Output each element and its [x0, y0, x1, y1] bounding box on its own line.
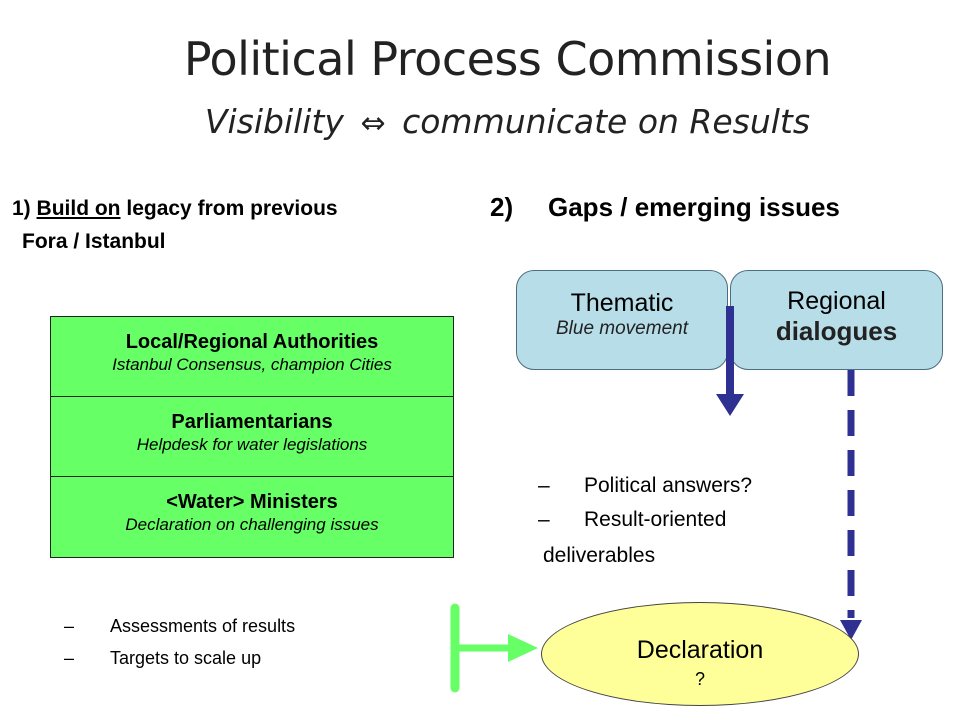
- slide-subtitle: Visibility ⇔ communicate on Results: [0, 102, 960, 141]
- stack-box-title: <Water> Ministers: [166, 491, 338, 513]
- list-item: –Political answers?: [538, 474, 753, 497]
- regional-title-line2: dialogues: [775, 316, 898, 346]
- right-heading: 2) Gaps / emerging issues: [490, 192, 840, 223]
- left-heading-line2: Fora / Istanbul: [22, 230, 166, 253]
- left-heading-rest: legacy from previous: [126, 197, 338, 220]
- stack-box-title: Parliamentarians: [171, 411, 333, 433]
- thematic-down-arrow-head: [716, 394, 744, 416]
- stack-box-parliamentarians: Parliamentarians Helpdesk for water legi…: [51, 397, 453, 477]
- regional-title-line1: Regional: [787, 287, 886, 315]
- list-item: –Assessments of results: [64, 616, 296, 636]
- right-bullet-list: –Political answers? –Result-oriented: [534, 469, 752, 537]
- left-bullet-list: –Assessments of results –Targets to scal…: [60, 610, 295, 674]
- actor-stack: Local/Regional Authorities Istanbul Cons…: [50, 316, 454, 558]
- green-connector-arrowhead: [508, 634, 538, 662]
- declaration-question-mark: ?: [694, 669, 705, 689]
- list-item: –Result-oriented: [538, 508, 727, 531]
- thematic-title: Thematic: [570, 289, 674, 317]
- stack-box-subtitle: Istanbul Consensus, champion Cities: [112, 355, 392, 374]
- left-heading-underlined: Build on: [36, 197, 121, 220]
- regional-dashed-arrow-head: [840, 620, 862, 640]
- stack-box-subtitle: Helpdesk for water legislations: [136, 435, 368, 454]
- bullet-continuation: deliverables: [543, 544, 656, 567]
- declaration-ellipse: Declaration ?: [541, 602, 859, 706]
- stack-box-local-authorities: Local/Regional Authorities Istanbul Cons…: [51, 317, 453, 397]
- left-heading-number: 1): [12, 197, 31, 220]
- thematic-box: Thematic Blue movement: [516, 270, 728, 370]
- stack-box-ministers: <Water> Ministers Declaration on challen…: [51, 477, 453, 557]
- thematic-subtitle: Blue movement: [555, 318, 688, 339]
- regional-dialogues-box: Regional dialogues: [730, 270, 943, 370]
- right-heading-number: 2): [490, 192, 514, 222]
- right-heading-text: Gaps / emerging issues: [548, 192, 840, 222]
- double-headed-arrow-icon: ⇔: [360, 106, 386, 141]
- list-item: –Targets to scale up: [64, 648, 262, 668]
- declaration-title: Declaration: [636, 636, 764, 664]
- subtitle-communicate: communicate on Results: [402, 102, 811, 141]
- left-heading-line1: 1) Build on legacy from previous: [12, 192, 338, 225]
- left-heading: 1) Build on legacy from previous Fora / …: [12, 192, 338, 258]
- slide-title: Political Process Commission: [183, 32, 832, 86]
- subtitle-visibility: Visibility: [204, 102, 344, 141]
- stack-box-title: Local/Regional Authorities: [125, 331, 379, 353]
- stack-box-subtitle: Declaration on challenging issues: [125, 515, 379, 534]
